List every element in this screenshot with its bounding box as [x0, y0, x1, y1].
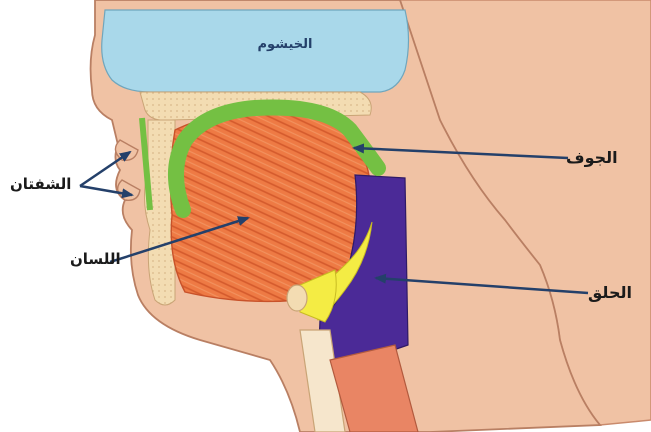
- label-nasal-cavity: الخيشوم: [245, 37, 325, 52]
- label-lips: الشفتان: [10, 175, 71, 193]
- label-throat: الحلق: [588, 283, 632, 302]
- label-jawf: الجوف: [566, 148, 618, 167]
- hyoid-bone: [287, 285, 307, 311]
- label-tongue: اللسان: [70, 250, 121, 268]
